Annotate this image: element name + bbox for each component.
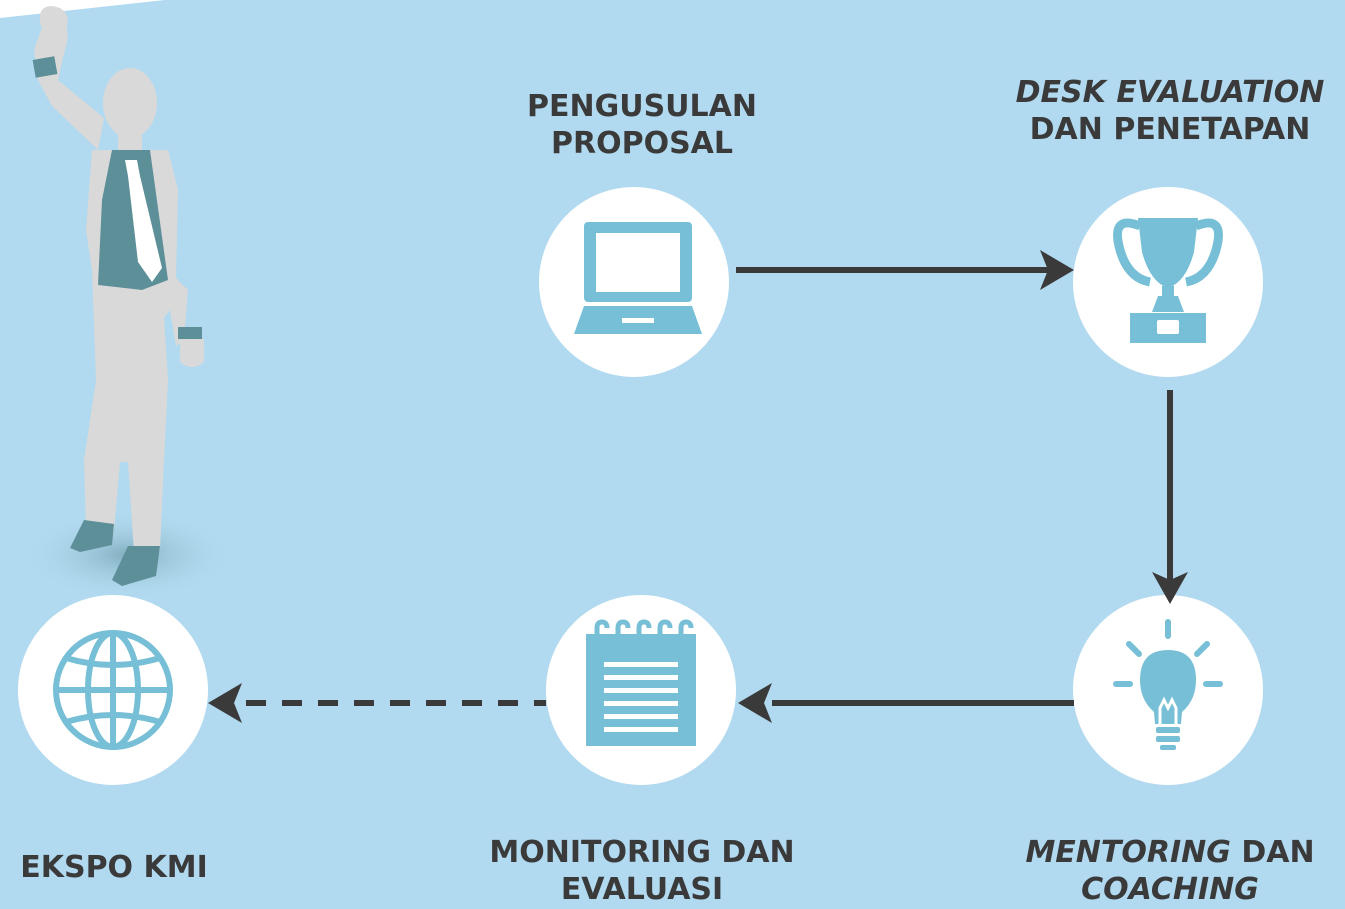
label-line: MONITORING DAN [489,835,795,870]
label-line: PENGUSULAN [527,89,757,124]
label-line: MENTORING DAN [995,834,1345,871]
label-italic: MENTORING [1025,835,1231,870]
lightbulb-icon [1113,619,1223,750]
label-desk-evaluation: DESK EVALUATION DAN PENETAPAN [995,74,1345,148]
globe-icon [53,630,173,750]
corner-strip [0,0,165,18]
arrow-mentoring-to-monitoring [738,683,1074,723]
person-figure [23,6,233,600]
notepad-icon [586,619,696,746]
label-mentoring-coaching: MENTORING DAN COACHING [995,834,1345,908]
label-ekspo-kmi: EKSPO KMI [0,849,228,886]
label-line: COACHING [1081,872,1259,907]
label-pengusulan-proposal: PENGUSULAN PROPOSAL [492,88,792,162]
arrow-proposal-to-desk [736,250,1074,290]
label-line: EKSPO KMI [20,850,208,885]
label-rest: DAN [1230,835,1315,870]
arrow-monitoring-to-ekspo-dashed [208,683,546,723]
label-line: DAN PENETAPAN [1029,112,1311,147]
trophy-icon [1113,218,1223,343]
label-monitoring-evaluasi: MONITORING DAN EVALUASI [442,834,842,908]
label-line: DESK EVALUATION [1015,75,1325,110]
label-line: EVALUASI [560,872,724,907]
laptop-icon [574,222,702,334]
label-line: PROPOSAL [550,126,734,161]
arrow-desk-to-mentoring [1152,390,1188,604]
